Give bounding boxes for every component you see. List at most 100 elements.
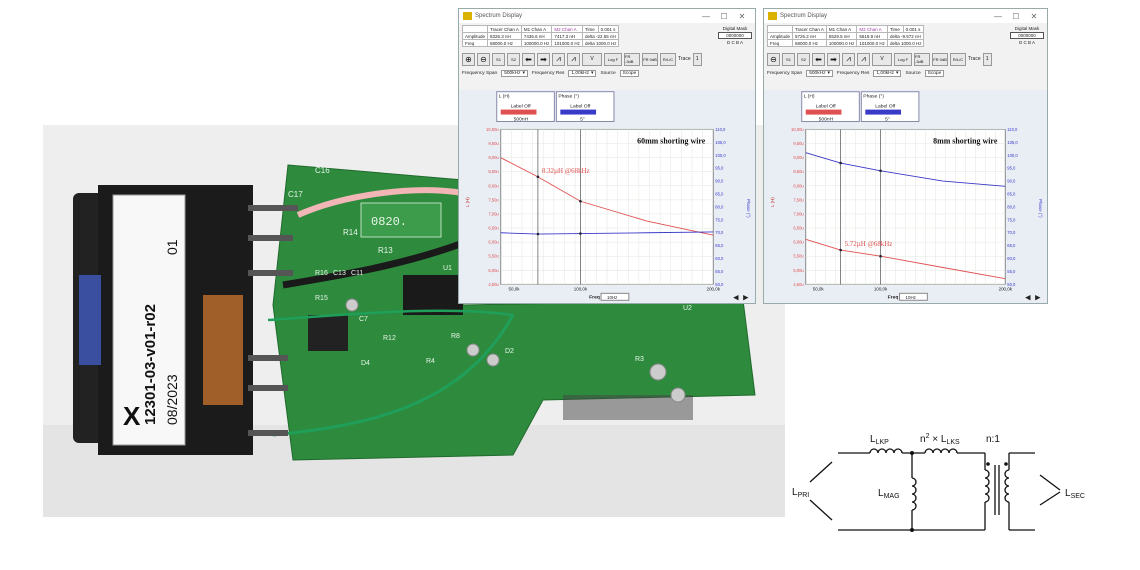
arrow-left-icon[interactable]: ⬅ [522, 52, 535, 66]
digital-mask-input[interactable]: 0000000 [718, 32, 752, 39]
title-bar: Spectrum Display — ☐ ✕ [764, 9, 1047, 23]
y-left-tick-label: 9,00u [793, 155, 804, 160]
res-label: Frequency Res [531, 71, 565, 76]
rlc-button[interactable]: R/L/C [660, 52, 676, 66]
close-icon[interactable]: ✕ [1030, 11, 1038, 21]
arrow-right-icon[interactable]: ➡ [827, 52, 840, 66]
y-left-title: L (H) [770, 197, 775, 207]
arrow-right-icon: ▶ [743, 294, 749, 301]
y-left-tick-label: 7,50u [488, 197, 499, 202]
peak-icon[interactable]: ⩘ [552, 52, 565, 66]
legend-right-label-off: Label Off [570, 104, 591, 110]
maximize-icon[interactable]: ☐ [1012, 11, 1020, 21]
peak-2-icon[interactable]: ⩘ [857, 52, 870, 66]
toolbar: ⊖ S1 S2 ⬅ ➡ ⩘ ⩘ V Log F FR -3dB FR 0dB R… [764, 49, 1047, 69]
trace-label: Trace [678, 56, 691, 62]
arrow-left-icon[interactable]: ⬅ [812, 52, 825, 66]
legend-left-scale: 500nH [819, 117, 834, 123]
lsec-label: LSEC [1065, 488, 1085, 500]
res-select[interactable]: 1,00kHz▾ [568, 70, 597, 77]
maximize-icon[interactable]: ☐ [720, 11, 728, 21]
y-right-tick-label: 95,0 [1007, 166, 1016, 171]
freq-tracer: 68000.0 Hz [792, 39, 827, 47]
rlc-button[interactable]: R/L/C [950, 52, 966, 66]
span-value: 500kHz [504, 71, 521, 76]
digital-mask-channels: D C B A [726, 40, 743, 45]
trace-number[interactable]: 1 [692, 52, 702, 66]
digital-mask-input[interactable]: 0000000 [1010, 32, 1044, 39]
silk-u2: U2 [683, 305, 692, 312]
source-select[interactable]: Scope [619, 70, 640, 77]
freq-label: Freq [766, 39, 794, 47]
lks-label: n2 × LLKS [920, 433, 960, 446]
label-x-logo: X [123, 401, 141, 431]
y-left-tick-label: 5,00u [488, 268, 499, 273]
chevron-down-icon: ▾ [591, 71, 594, 76]
legend-right-box [555, 91, 615, 123]
source-select[interactable]: Scope [924, 70, 945, 77]
fr-0db-button[interactable]: FR 0dB [642, 52, 658, 66]
legend-right-unit: Phase (°) [863, 94, 884, 100]
x-tick-label: 100,0k [574, 286, 588, 291]
y-right-tick-label: 65,0 [1007, 243, 1016, 248]
amp-delta: delta -22.55 nH [581, 32, 620, 40]
freq-m1: 100000.0 Hz [825, 39, 858, 47]
y-left-tick-label: 9,50u [488, 141, 499, 146]
peak-2-icon[interactable]: ⩘ [567, 52, 580, 66]
header-tracer: Tracer Chan A [792, 25, 827, 33]
zoom-out-icon[interactable]: ⊖ [477, 52, 490, 66]
v-button[interactable]: V [872, 52, 892, 66]
silk-r12: R12 [383, 335, 396, 342]
silk-d4: D4 [361, 360, 370, 367]
zoom-out-icon[interactable]: ⊖ [767, 52, 780, 66]
peak-icon[interactable]: ⩘ [842, 52, 855, 66]
label-line1: 12301-03-v01-r02 [142, 304, 159, 425]
freq-value: 10Hz [906, 295, 916, 300]
zoom-in-icon[interactable]: ⊕ [462, 52, 475, 66]
res-select[interactable]: 1,00kHz▾ [873, 70, 902, 77]
header-tracer: Tracer Chan A [487, 25, 522, 33]
legend-left-box [801, 91, 860, 123]
header-time: Time [581, 25, 599, 33]
ratio-label: n:1 [986, 434, 1000, 445]
legend-right-swatch [865, 109, 902, 115]
arrow-right-icon[interactable]: ➡ [537, 52, 550, 66]
lpri-label: LPRI [792, 487, 809, 499]
y-right-tick-label: 70,0 [1007, 230, 1016, 235]
log-f-button[interactable]: Log F [604, 52, 622, 66]
amp-m2: 7417.3 nH [551, 32, 583, 40]
fr-0db-button[interactable]: FR 0dB [932, 52, 948, 66]
series-point [536, 175, 540, 179]
settings-s2-icon[interactable]: S2 [797, 52, 810, 66]
x-tick-label: 50,0k [813, 286, 825, 291]
amp-label: Amplitude [461, 32, 489, 40]
close-icon[interactable]: ✕ [738, 11, 746, 21]
v-button[interactable]: V [582, 52, 602, 66]
x-tick-label: 100,0k [874, 286, 888, 291]
log-f-button[interactable]: Log F [894, 52, 912, 66]
settings-s2-icon[interactable]: S2 [507, 52, 520, 66]
app-icon [463, 12, 472, 20]
trace-number[interactable]: 1 [982, 52, 992, 66]
fr-3db-button[interactable]: FR -3dB [914, 52, 930, 66]
span-select[interactable]: 500kHz▾ [806, 70, 833, 77]
fr-3db-button[interactable]: FR -3dB [624, 52, 640, 66]
plot-annotation: 8mm shorting wire [933, 136, 998, 145]
title-bar: Spectrum Display — ☐ ✕ [459, 9, 755, 23]
span-select[interactable]: 500kHz▾ [501, 70, 528, 77]
y-left-title: L (H) [465, 197, 470, 207]
measurement-panel: Tracer Chan A M1 Chan A M2 Chan A Time 0… [764, 23, 1047, 49]
digital-mask-label: Digital Mask [722, 26, 748, 31]
minimize-icon[interactable]: — [994, 11, 1002, 21]
settings-s1-icon[interactable]: S1 [492, 52, 505, 66]
silk-r3: R3 [635, 356, 644, 363]
y-left-tick-label: 10,00u [791, 127, 804, 132]
x-tick-label: 200,0k [707, 286, 721, 291]
y-left-tick-label: 6,00u [793, 240, 804, 245]
settings-s1-icon[interactable]: S1 [782, 52, 795, 66]
series-point [839, 161, 842, 165]
minimize-icon[interactable]: — [702, 11, 710, 21]
silk-r14: R14 [343, 228, 358, 237]
